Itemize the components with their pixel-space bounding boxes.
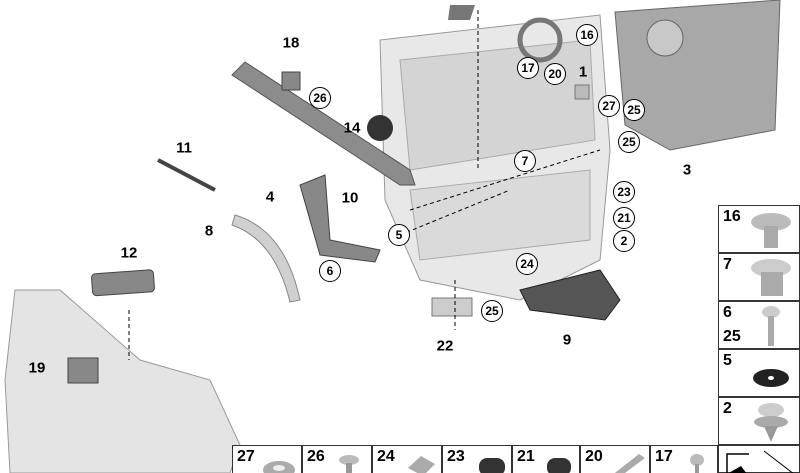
callout-10[interactable]: 10 — [341, 189, 359, 207]
callout-circled-27[interactable]: 27 — [598, 95, 620, 117]
callout-22[interactable]: 22 — [436, 337, 454, 355]
legend-label: 25 — [723, 328, 741, 345]
callout-circled-25[interactable]: 25 — [623, 99, 645, 121]
retainer-strip-icon — [614, 454, 645, 473]
clip-icon — [754, 403, 788, 442]
callout-1[interactable]: 1 — [578, 63, 588, 81]
callout-11[interactable]: 11 — [176, 139, 192, 157]
legend-cell-24[interactable]: 24 — [372, 445, 442, 473]
legend-cell-17[interactable]: 17 — [650, 445, 718, 473]
legend-label: 21 — [517, 448, 535, 465]
legend-label: 6 — [723, 304, 732, 321]
clip-nut-icon — [408, 456, 435, 473]
trim-strip — [231, 61, 416, 186]
callout-circled-25[interactable]: 25 — [618, 131, 640, 153]
callout-circled-21[interactable]: 21 — [613, 207, 635, 229]
callout-circled-2[interactable]: 2 — [613, 230, 635, 252]
legend-label: 2 — [723, 400, 732, 417]
callout-circled-17[interactable]: 17 — [517, 57, 539, 79]
legend-label: 7 — [723, 256, 732, 273]
legend-label: 16 — [723, 208, 741, 225]
legend-cell-5[interactable]: 5 — [718, 349, 800, 397]
callout-4[interactable]: 4 — [265, 188, 275, 206]
callout-14[interactable]: 14 — [343, 119, 361, 137]
screw-icon — [339, 455, 359, 473]
callout-12[interactable]: 12 — [120, 244, 138, 262]
callout-circled-16[interactable]: 16 — [576, 24, 598, 46]
grab-handle — [231, 214, 301, 303]
legend-cell-2[interactable]: 2 — [718, 397, 800, 445]
legend-label: 17 — [655, 448, 673, 465]
legend-label: 5 — [723, 352, 732, 369]
callout-circled-23[interactable]: 23 — [613, 181, 635, 203]
legend-label: 20 — [585, 448, 603, 465]
callout-circled-25[interactable]: 25 — [481, 300, 503, 322]
push-clip-icon — [751, 213, 791, 248]
callout-9[interactable]: 9 — [562, 331, 572, 349]
callout-circled-6[interactable]: 6 — [319, 260, 341, 282]
legend-cell-27[interactable]: 27 — [232, 445, 302, 473]
callout-8[interactable]: 8 — [204, 222, 214, 240]
armrest — [519, 269, 621, 321]
legend-cell-26[interactable]: 26 — [302, 445, 372, 473]
callout-18[interactable]: 18 — [282, 34, 300, 52]
nut-icon — [263, 461, 295, 473]
legend-cell-6-25[interactable]: 6 25 — [718, 301, 800, 349]
legend-cell-23[interactable]: 23 — [442, 445, 512, 473]
insulation-panel — [614, 0, 781, 151]
screw-icon — [690, 454, 704, 473]
navigation-arrow-cell[interactable] — [718, 445, 800, 473]
arrow-icon — [726, 450, 794, 473]
legend-cell-16[interactable]: 16 — [718, 205, 800, 253]
legend-label: 26 — [307, 448, 325, 465]
washer-icon — [753, 369, 789, 387]
rubber-buffer-icon — [547, 458, 571, 473]
legend-cell-7[interactable]: 7 — [718, 253, 800, 301]
callout-circled-24[interactable]: 24 — [516, 253, 538, 275]
callout-circled-5[interactable]: 5 — [388, 224, 410, 246]
callout-3[interactable]: 3 — [682, 161, 692, 179]
legend-label: 23 — [447, 448, 465, 465]
legend-cell-21[interactable]: 21 — [512, 445, 580, 473]
callout-19[interactable]: 19 — [28, 359, 46, 377]
callout-circled-26[interactable]: 26 — [309, 87, 331, 109]
pull-handle — [299, 174, 381, 263]
screw-icon — [762, 306, 780, 346]
callout-circled-7[interactable]: 7 — [514, 150, 536, 172]
legend-label: 27 — [237, 448, 255, 465]
expanding-nut-icon — [751, 259, 791, 296]
rubber-buffer-icon — [479, 458, 505, 473]
legend-label: 24 — [377, 448, 395, 465]
legend-cell-20[interactable]: 20 — [580, 445, 650, 473]
door-inner-frame — [4, 289, 241, 473]
callout-circled-20[interactable]: 20 — [544, 63, 566, 85]
